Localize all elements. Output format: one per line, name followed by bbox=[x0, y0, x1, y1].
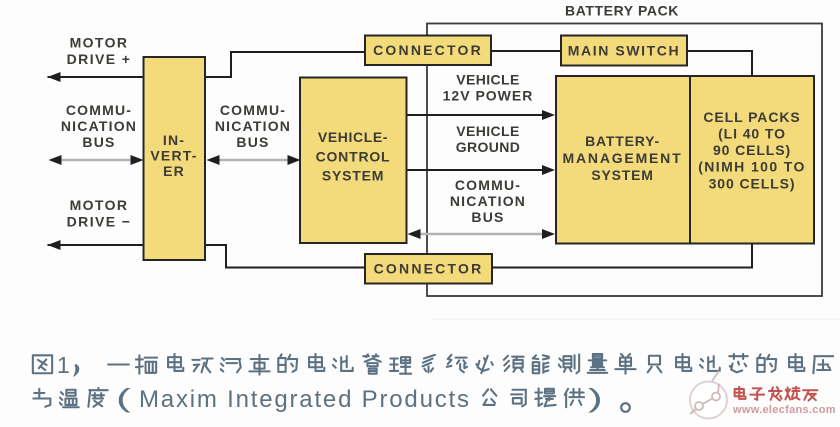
svg-text:BUS: BUS bbox=[471, 209, 504, 225]
svg-text:90 CELLS): 90 CELLS) bbox=[713, 142, 791, 158]
svg-text:DRIVE −: DRIVE − bbox=[67, 214, 132, 230]
svg-text:CELL PACKS: CELL PACKS bbox=[703, 109, 800, 125]
svg-text:BUS: BUS bbox=[236, 134, 269, 150]
svg-text:300 CELLS): 300 CELLS) bbox=[709, 176, 796, 192]
svg-text:BATTERY PACK: BATTERY PACK bbox=[565, 3, 679, 19]
svg-text:(LI 40 TO: (LI 40 TO bbox=[718, 126, 786, 142]
svg-text:SYSTEM: SYSTEM bbox=[322, 168, 384, 184]
svg-text:SYSTEM: SYSTEM bbox=[591, 167, 653, 183]
svg-text:CONNECTOR: CONNECTOR bbox=[374, 261, 484, 277]
svg-text:MANAGEMENT: MANAGEMENT bbox=[563, 150, 683, 166]
svg-text:IN-: IN- bbox=[163, 132, 185, 148]
svg-text:MAIN SWITCH: MAIN SWITCH bbox=[568, 43, 680, 59]
svg-text:VERT-: VERT- bbox=[150, 148, 197, 164]
svg-text:VEHICLE: VEHICLE bbox=[456, 72, 519, 88]
svg-text:NICATION: NICATION bbox=[450, 193, 526, 209]
svg-text:CONNECTOR: CONNECTOR bbox=[373, 42, 483, 58]
svg-text:BUS: BUS bbox=[82, 134, 115, 150]
svg-text:VEHICLE: VEHICLE bbox=[456, 123, 519, 139]
svg-text:ER: ER bbox=[163, 163, 185, 179]
svg-text:(NIMH 100 TO: (NIMH 100 TO bbox=[698, 159, 806, 175]
svg-text:NICATION: NICATION bbox=[215, 118, 291, 134]
svg-text:12V POWER: 12V POWER bbox=[443, 88, 534, 104]
svg-text:GROUND: GROUND bbox=[456, 139, 521, 155]
svg-text:CONTROL: CONTROL bbox=[316, 149, 391, 165]
svg-text:BATTERY-: BATTERY- bbox=[585, 133, 660, 149]
svg-text:DRIVE +: DRIVE + bbox=[67, 51, 132, 67]
svg-text:NICATION: NICATION bbox=[61, 118, 137, 134]
svg-text:COMMU-: COMMU- bbox=[66, 102, 132, 118]
svg-text:COMMU-: COMMU- bbox=[220, 102, 286, 118]
svg-text:VEHICLE-: VEHICLE- bbox=[318, 129, 388, 145]
svg-text:MOTOR: MOTOR bbox=[70, 197, 129, 213]
svg-text:COMMU-: COMMU- bbox=[455, 177, 521, 193]
svg-text:MOTOR: MOTOR bbox=[70, 35, 129, 51]
